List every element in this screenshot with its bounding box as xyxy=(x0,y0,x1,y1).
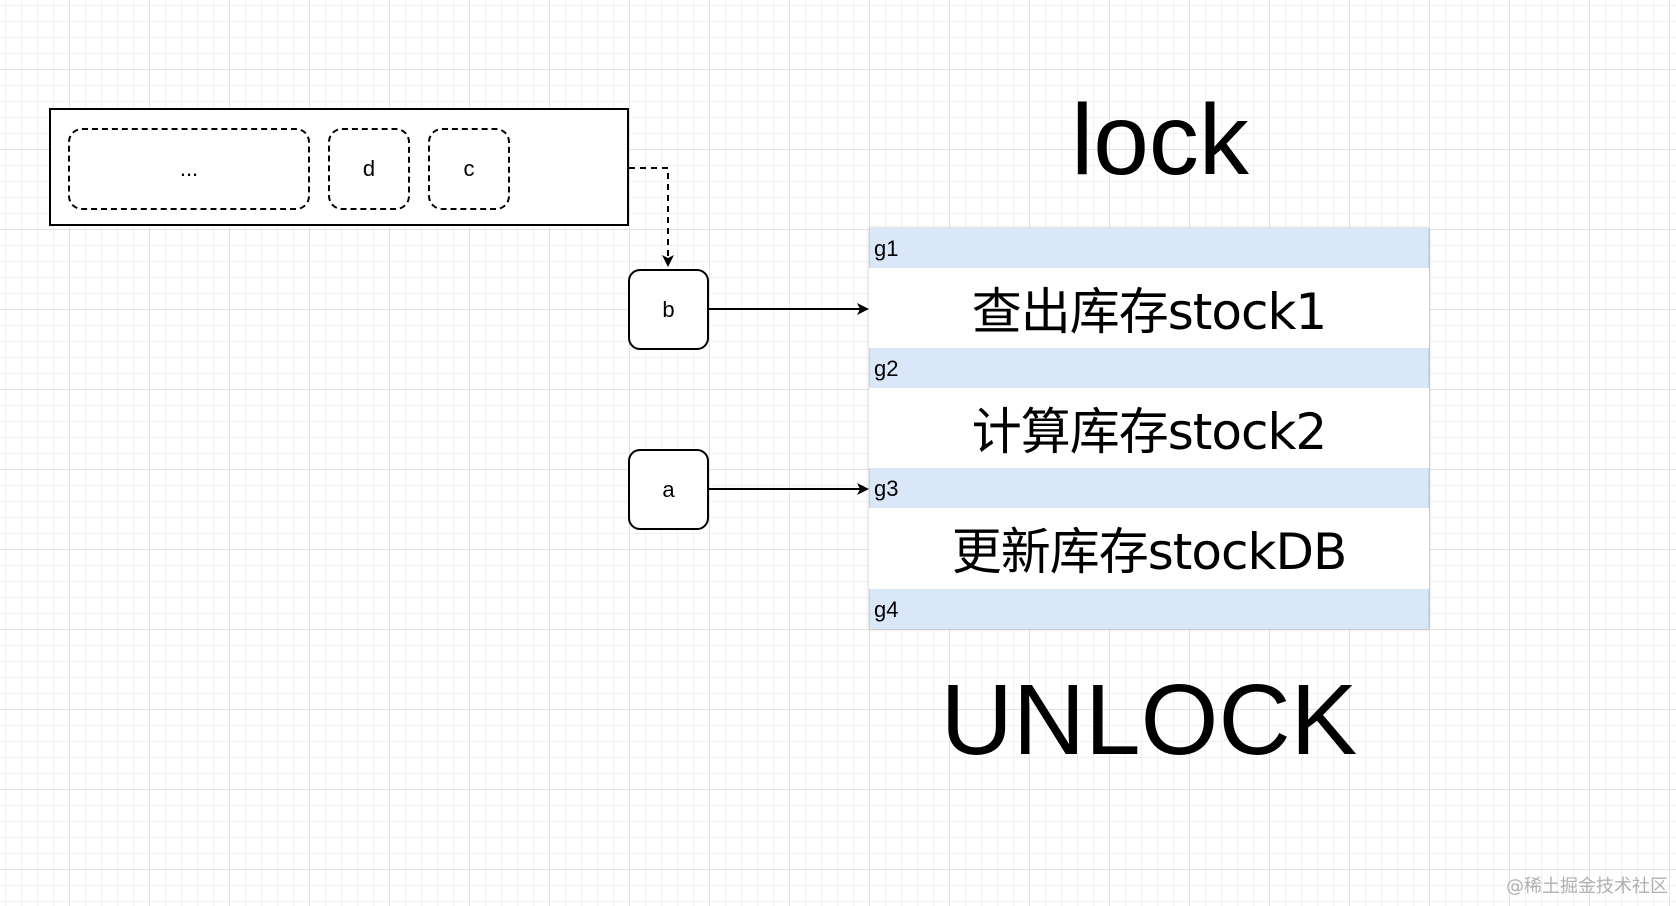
lock-section-stack: g1 查出库存stock1 g2 计算库存stock2 g3 更新库存stock… xyxy=(869,228,1429,629)
step-query-stock: 查出库存stock1 xyxy=(869,268,1429,348)
queue-item-ellipsis: ... xyxy=(68,128,310,210)
gap-row-g3: g3 xyxy=(869,468,1429,508)
step-update-stock: 更新库存stockDB xyxy=(869,508,1429,588)
gap-label: g4 xyxy=(874,597,899,622)
lock-title: lock xyxy=(1071,84,1249,196)
step-compute-stock: 计算库存stock2 xyxy=(869,388,1429,468)
queue-item-d: d xyxy=(328,128,410,210)
gap-label: g2 xyxy=(874,356,899,381)
unlock-label: UNLOCK xyxy=(940,664,1358,776)
watermark: @稀土掘金技术社区 xyxy=(1506,876,1668,897)
gap-row-g1: g1 xyxy=(869,228,1429,268)
queue-item-c: c xyxy=(428,128,510,210)
gap-label: g3 xyxy=(874,476,899,501)
gap-label: g1 xyxy=(874,236,899,261)
gap-row-g2: g2 xyxy=(869,348,1429,388)
queue-to-b-arrow xyxy=(629,167,674,267)
node-a: a xyxy=(628,449,709,530)
node-b: b xyxy=(628,269,709,350)
gap-row-g4: g4 xyxy=(869,589,1429,629)
